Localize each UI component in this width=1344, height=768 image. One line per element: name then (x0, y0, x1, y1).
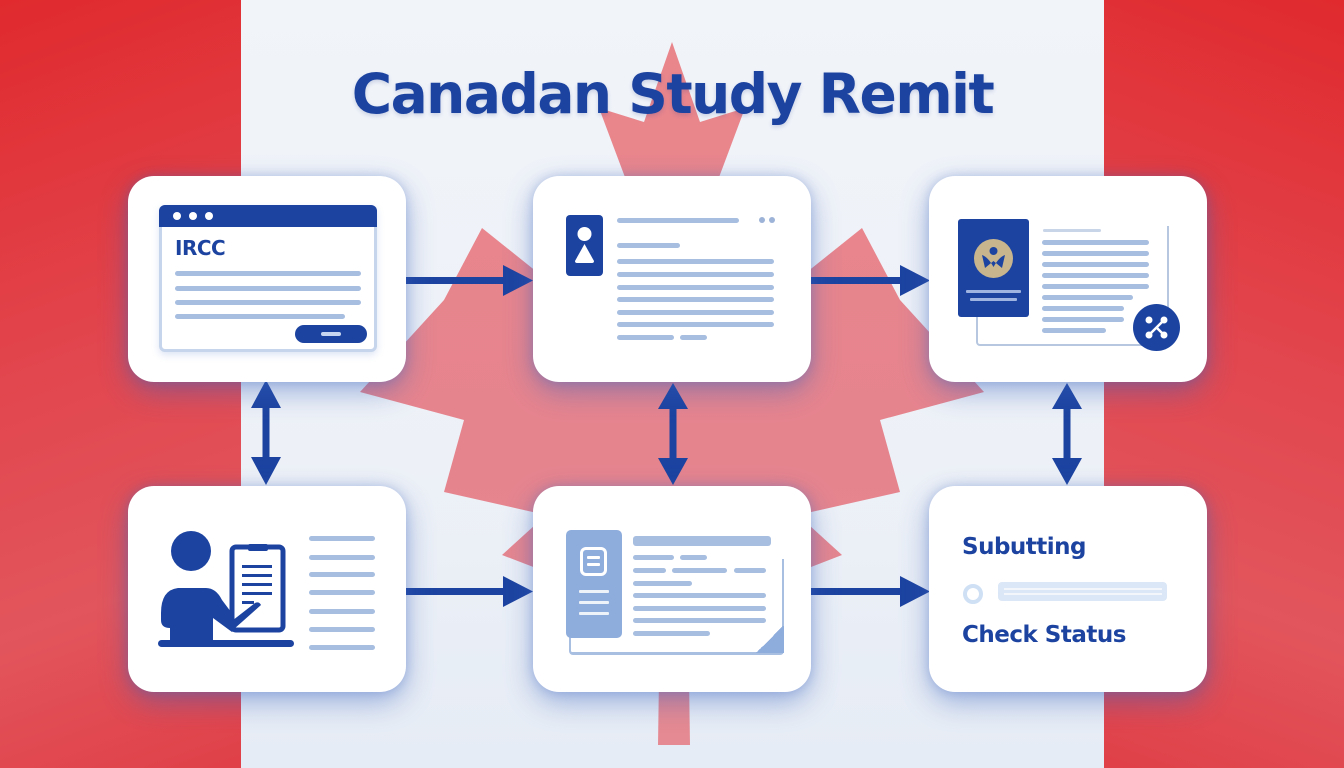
passport-text (970, 298, 1017, 301)
arrow-right-icon (810, 265, 930, 296)
text-line (617, 285, 774, 290)
text-line (617, 322, 774, 327)
text-line (1042, 284, 1149, 289)
text-line (633, 581, 692, 586)
window-title-bar (159, 205, 377, 227)
text-line (672, 568, 727, 573)
text-line (309, 609, 375, 614)
share-button[interactable] (1133, 304, 1180, 351)
more-dots-icon (769, 217, 775, 223)
text-line (617, 310, 774, 315)
text-line (1042, 262, 1149, 267)
window-dot (189, 212, 197, 220)
arrow-updown-icon (1052, 383, 1082, 485)
text-line (1042, 273, 1149, 278)
text-line (309, 572, 375, 577)
text-line (1043, 229, 1101, 232)
passport-icon (958, 219, 1029, 317)
text-line (1042, 328, 1106, 333)
text-line (617, 297, 774, 302)
text-line (680, 335, 707, 340)
progress-bar (998, 582, 1167, 601)
text-line (680, 555, 707, 560)
browser-window-icon: IRCC (159, 205, 377, 352)
text-line (175, 300, 361, 305)
share-icon (1145, 316, 1168, 339)
text-line (633, 606, 766, 611)
text-line (175, 271, 361, 276)
progress-icon (963, 584, 983, 604)
text-line (633, 555, 674, 560)
text-line (617, 218, 739, 223)
arrow-updown-icon (251, 380, 281, 485)
arrow-right-icon (405, 265, 533, 296)
page-fold-icon (755, 626, 784, 653)
text-line (1042, 317, 1124, 322)
text-line (309, 555, 375, 560)
text-line (617, 272, 774, 277)
check-status-link[interactable]: Check Status (962, 622, 1126, 648)
header-bar (633, 536, 771, 546)
page-title: Canadan Study Remit (351, 62, 995, 126)
text-line (309, 536, 375, 541)
card-profile[interactable] (533, 176, 811, 382)
tab-text (579, 601, 609, 604)
window-dot (205, 212, 213, 220)
text-line (309, 645, 375, 650)
text-line (617, 243, 680, 248)
card-form[interactable] (533, 486, 811, 692)
passport-seal-icon (974, 239, 1013, 278)
text-line (1042, 306, 1124, 311)
text-line (309, 590, 375, 595)
text-line (175, 286, 361, 291)
text-line (734, 568, 766, 573)
text-line (633, 631, 710, 636)
step-submitting-label: Subutting (962, 534, 1087, 560)
form-document-icon (566, 530, 622, 638)
arrow-updown-icon (658, 383, 688, 485)
tab-text (579, 612, 609, 615)
profile-avatar-icon (566, 215, 603, 276)
id-card-icon (580, 547, 607, 576)
card-passport[interactable] (929, 176, 1207, 382)
card-status[interactable]: Subutting Check Status (929, 486, 1207, 692)
text-line (617, 335, 674, 340)
card-applicant[interactable] (128, 486, 406, 692)
text-line (617, 259, 774, 264)
submit-button[interactable] (295, 325, 367, 343)
text-line (633, 618, 766, 623)
text-line (1042, 251, 1149, 256)
tab-text (579, 590, 609, 593)
text-line (633, 593, 766, 598)
person-with-clipboard-icon (158, 531, 294, 647)
text-line (309, 627, 375, 632)
card-ircc-portal[interactable]: IRCC (128, 176, 406, 382)
arrow-right-icon (405, 576, 533, 607)
ircc-label: IRCC (175, 236, 226, 260)
text-line (1042, 240, 1149, 245)
text-line (1042, 295, 1133, 300)
passport-text (966, 290, 1021, 293)
more-dots-icon[interactable] (759, 217, 765, 223)
arrow-right-icon (810, 576, 930, 607)
window-dot (173, 212, 181, 220)
text-line (633, 568, 666, 573)
text-line (175, 314, 345, 319)
